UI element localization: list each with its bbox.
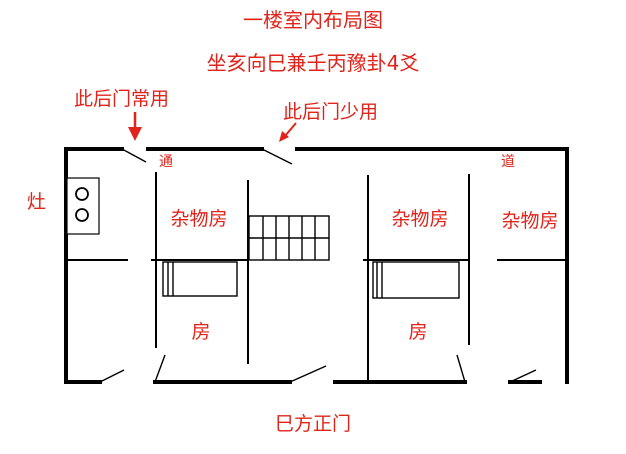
stove-icon — [66, 177, 100, 235]
room-left: 房 — [191, 321, 210, 343]
stove-label: 灶 — [27, 191, 46, 213]
diagram-subtitle: 坐亥向巳兼壬丙豫卦4爻 — [207, 51, 420, 75]
storage-room-middle: 杂物房 — [391, 208, 448, 230]
bed-right — [372, 261, 460, 299]
passage-label-left: 通 — [159, 154, 173, 170]
down-arrow-icon — [128, 112, 142, 141]
back-door-rare-label: 此后门少用 — [283, 101, 378, 123]
storage-room-left: 杂物房 — [170, 208, 227, 230]
bed-left — [162, 261, 238, 297]
passage-label-right: 道 — [501, 154, 515, 170]
front-door-label: 巳方正门 — [275, 413, 351, 435]
room-right: 房 — [408, 321, 427, 343]
door-swings — [99, 148, 537, 383]
diagram-title: 一楼室内布局图 — [243, 8, 383, 32]
outer-walls — [64, 147, 569, 384]
diagonal-arrow-icon — [279, 122, 297, 142]
storage-room-right: 杂物房 — [501, 210, 558, 232]
back-door-common-label: 此后门常用 — [74, 88, 169, 110]
interior-walls — [68, 172, 565, 381]
staircase — [248, 215, 330, 261]
